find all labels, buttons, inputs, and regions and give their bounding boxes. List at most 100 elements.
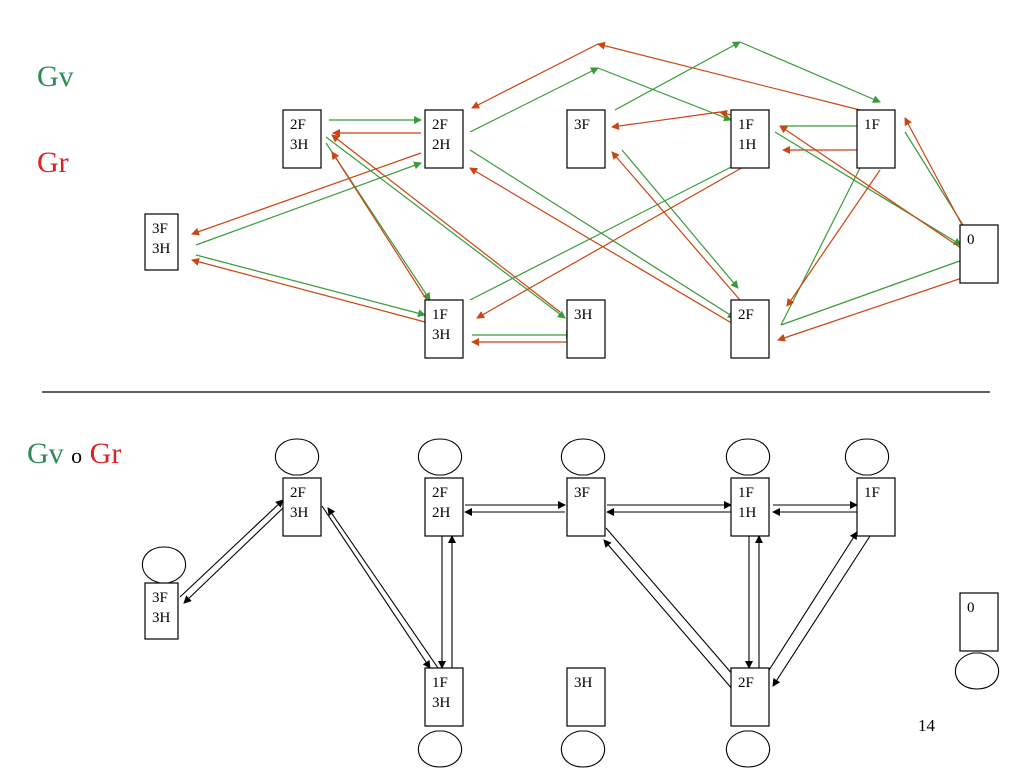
gr-edge <box>779 125 962 249</box>
bottom-node-0: 0 <box>959 592 999 652</box>
gv-edge <box>195 161 422 246</box>
gr-edge <box>597 41 861 111</box>
node-label: 0 <box>967 232 975 248</box>
composition-edge <box>603 539 734 691</box>
self-loop <box>725 438 771 476</box>
bottom-graph-edges <box>179 499 871 691</box>
gr-edge <box>719 109 732 118</box>
node-label: 3H <box>574 307 593 323</box>
top-node-3f: 3F <box>566 109 606 169</box>
gr-edge <box>904 117 963 226</box>
composition-edge <box>321 505 431 669</box>
self-loop <box>725 730 771 768</box>
composition-edge <box>327 507 439 669</box>
top-node-2f: 2F <box>730 299 770 359</box>
bottom-node-2f: 2F <box>730 667 770 727</box>
self-loops <box>141 438 1000 768</box>
node-label: 3H <box>432 695 451 711</box>
self-loop <box>560 438 606 476</box>
gv-edge <box>614 41 741 111</box>
self-loop <box>274 438 320 476</box>
gr-edge <box>331 134 561 313</box>
gv-edge <box>621 149 739 289</box>
node-label: 1F <box>432 307 448 323</box>
node-label: 1F <box>864 117 880 133</box>
gr-edge <box>611 151 741 301</box>
node-label: 3H <box>152 610 171 626</box>
node-label: 2F <box>290 117 306 133</box>
bottom-node-1f: 1F <box>856 477 896 537</box>
gv-edge <box>780 256 969 326</box>
node-label: 2H <box>432 137 451 153</box>
composition-edge <box>179 499 284 598</box>
gv-edge <box>469 67 599 133</box>
node-label: 1F <box>864 485 880 501</box>
gr-edge <box>476 165 746 319</box>
self-loop <box>560 730 606 768</box>
gv-edge <box>325 136 566 319</box>
node-label: 3H <box>152 241 171 257</box>
top-node-1f: 1F <box>856 109 896 169</box>
node-label: 3H <box>290 505 309 521</box>
gr-edge <box>471 43 599 109</box>
node-label: 3H <box>432 327 451 343</box>
gv-edge <box>597 67 732 122</box>
gv-edge <box>739 41 881 103</box>
gv-label: Gv <box>37 60 74 93</box>
composition-gv: Gv <box>27 437 64 470</box>
node-label: 3F <box>152 221 168 237</box>
gr-edge <box>786 169 881 307</box>
self-loop <box>141 546 187 584</box>
node-label: 2F <box>432 117 448 133</box>
self-loop <box>417 730 463 768</box>
gr-edge <box>191 152 422 236</box>
node-label: 3H <box>574 675 593 691</box>
bottom-node-3h: 3H <box>566 667 606 727</box>
node-label: 2H <box>432 505 451 521</box>
node-label: 2F <box>738 675 754 691</box>
top-node-0: 0 <box>959 224 999 284</box>
composition-edge <box>772 535 871 687</box>
gv-edge <box>780 159 865 326</box>
node-label: 1F <box>738 117 754 133</box>
composition-edge <box>763 531 858 679</box>
node-label: 2F <box>290 485 306 501</box>
bottom-node-3f: 3F <box>566 477 606 537</box>
node-label: 1F <box>432 675 448 691</box>
composition-label: Gv o Gr <box>27 437 121 471</box>
node-label: 3F <box>574 485 590 501</box>
gr-label: Gr <box>37 146 69 179</box>
gr-edge <box>777 275 969 342</box>
node-label: 3F <box>574 117 590 133</box>
node-label: 3F <box>152 590 168 606</box>
node-label: 0 <box>967 600 975 616</box>
node-label: 2F <box>432 485 448 501</box>
page-number: 14 <box>918 716 935 735</box>
node-label: 1F <box>738 485 754 501</box>
gr-edge <box>191 257 426 323</box>
self-loop <box>417 438 463 476</box>
gr-edge <box>331 151 431 306</box>
self-loop <box>954 652 1000 690</box>
gv-edge <box>195 254 426 318</box>
gv-edge <box>469 149 736 319</box>
node-label: 3H <box>290 137 309 153</box>
node-label: 1H <box>738 505 757 521</box>
composition-operator: o <box>71 443 83 468</box>
top-node-3h: 3H <box>566 299 606 359</box>
gv-edge <box>469 159 746 301</box>
node-label: 1H <box>738 137 757 153</box>
top-graph-edges <box>191 41 969 346</box>
composition-edge <box>183 507 284 604</box>
composition-edge <box>605 527 741 684</box>
